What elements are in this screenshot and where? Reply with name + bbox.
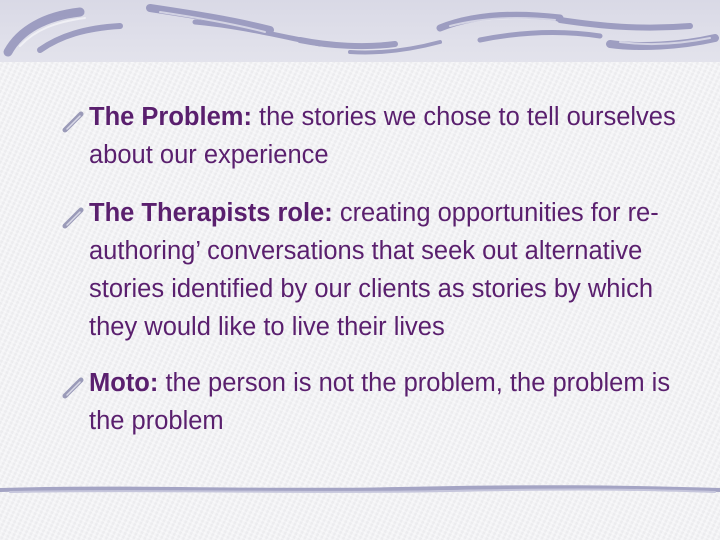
diagonal-stroke-bullet-icon — [62, 111, 84, 133]
diagonal-stroke-bullet-icon — [62, 377, 84, 399]
footer-brush-line — [0, 485, 720, 493]
bullet-term: The Therapists role: — [89, 199, 333, 227]
bullet-term: Moto: — [89, 369, 159, 397]
bullet-item: Moto: the person is not the problem, the… — [62, 364, 692, 440]
bullet-text: creating opportunities for re-authoring’… — [89, 199, 659, 341]
bullet-item: The Therapists role: creating opportunit… — [62, 194, 692, 346]
diagonal-stroke-bullet-icon — [62, 207, 84, 229]
bullet-item: The Problem: the stories we chose to tel… — [62, 98, 692, 174]
bullet-list: The Problem: the stories we chose to tel… — [62, 98, 692, 440]
decorative-footer-rule — [0, 482, 720, 496]
decorative-header-band — [0, 0, 720, 62]
bullet-text: the stories we chose to tell ourselves a… — [89, 103, 676, 169]
bullet-term: The Problem: — [89, 103, 252, 131]
brush-strokes-decoration — [3, 4, 719, 57]
bullet-text: the person is not the problem, the probl… — [89, 369, 671, 435]
